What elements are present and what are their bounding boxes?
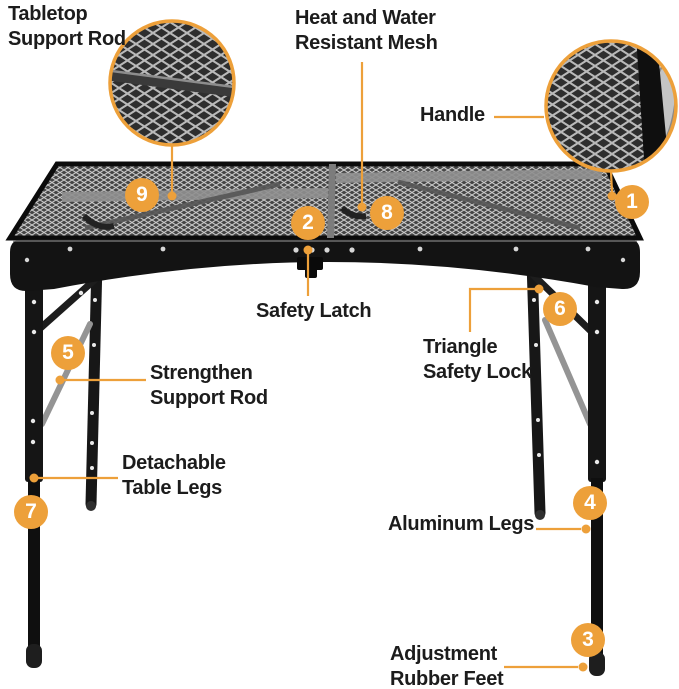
- anchor-dot-strengthen-rod: [55, 375, 65, 385]
- label-detachable-table-legs: Detachable Table Legs: [122, 452, 226, 499]
- tabletop-support-rod-right: [336, 169, 602, 183]
- leader-line-triangle-lock: [468, 287, 536, 332]
- callout-badge-7: 7: [14, 495, 48, 529]
- magnifier-ring-right: [544, 39, 678, 173]
- label-safety-latch: Safety Latch: [256, 300, 372, 322]
- table: [5, 161, 644, 676]
- label-tabletop-support-rod: Tabletop Support Rod: [8, 3, 126, 50]
- front-left-leg-upper: [25, 270, 43, 482]
- anchor-dot-tabletop-rod: [167, 191, 177, 201]
- tabletop-rod-magnifier: [108, 19, 236, 201]
- apron: [10, 239, 640, 292]
- leader-line-corner: [609, 171, 614, 193]
- front-legs: [25, 270, 606, 676]
- rear-legs: [85, 256, 546, 520]
- anchor-dots: [29, 202, 591, 672]
- anchor-dot-safety-latch: [303, 245, 313, 255]
- right-strengthen-support-rod: [542, 317, 593, 427]
- callout-badge-1: 1: [615, 185, 649, 219]
- rear-left-leg-cap: [86, 501, 96, 511]
- left-strengthen-support-rod: [39, 321, 93, 427]
- label-adjustment-rubber-feet: Adjustment Rubber Feet: [390, 643, 504, 689]
- rear-right-leg: [526, 256, 546, 519]
- right-rubber-foot: [589, 652, 605, 676]
- callout-badge-3: 3: [571, 623, 605, 657]
- label-triangle-safety-lock: Triangle Safety Lock: [423, 336, 532, 383]
- label-strengthen-support-rod: Strengthen Support Rod: [150, 362, 268, 409]
- front-right-leg-lower: [591, 478, 603, 654]
- label-aluminum-legs: Aluminum Legs: [388, 513, 535, 535]
- front-right-leg-upper: [588, 270, 606, 482]
- label-heat-water-mesh: Heat and Water Resistant Mesh: [295, 7, 438, 54]
- callout-badge-4: 4: [573, 486, 607, 520]
- callout-badge-8: 8: [370, 196, 404, 230]
- callout-badge-2: 2: [291, 206, 325, 240]
- mesh-surface: [5, 161, 644, 241]
- rear-right-leg-cap: [535, 510, 545, 520]
- folded-handle-left: [81, 213, 115, 230]
- anchor-dot-triangle-lock: [534, 284, 544, 294]
- left-rubber-foot: [26, 644, 42, 668]
- magnified-frame-edge: [636, 41, 669, 171]
- anchor-dot-aluminum-legs: [581, 524, 591, 534]
- center-fold-divider: [327, 164, 336, 238]
- anchor-dot-corner: [607, 191, 617, 201]
- mesh-tabletop: [5, 161, 644, 241]
- label-handle: Handle: [420, 104, 485, 126]
- anchor-dot-rubber-feet: [578, 662, 588, 672]
- anchor-dot-detachable-legs: [29, 473, 39, 483]
- rear-left-leg: [85, 256, 103, 510]
- callout-badge-6: 6: [543, 292, 577, 326]
- anchor-dot-mesh: [357, 202, 367, 212]
- apron-rivets: [24, 246, 626, 263]
- magnifier-ring-left: [108, 19, 236, 147]
- leader-lines: [38, 62, 581, 669]
- apron-skirt: [10, 239, 640, 292]
- folded-handle-right: [339, 205, 367, 220]
- safety-latch-hardware: [297, 257, 323, 270]
- magnified-support-rod: [110, 69, 234, 98]
- callout-badge-5: 5: [51, 336, 85, 370]
- callout-badge-9: 9: [125, 178, 159, 212]
